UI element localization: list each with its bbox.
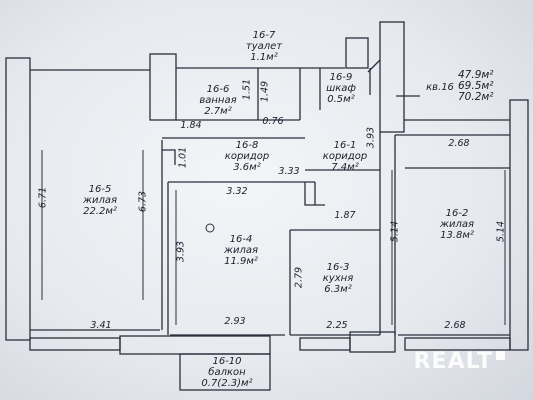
wall-pillar-top [149, 53, 177, 121]
dim-5-14-left: 5.14 [389, 220, 401, 243]
dim-1-84: 1.84 [180, 120, 202, 131]
dim-1-01: 1.01 [177, 146, 189, 169]
bottom-wall-kitchen [299, 337, 351, 351]
dim-3-32: 3.32 [226, 186, 248, 197]
left-exterior-wall [5, 57, 31, 341]
dim-1-87: 1.87 [334, 210, 356, 221]
dim-2-68-bottom: 2.68 [444, 320, 466, 331]
apartment-areas: 47.9м² 69.5м² 70.2м² [458, 69, 494, 103]
dim-6-73: 6.73 [137, 190, 149, 213]
dim-6-71: 6.71 [37, 186, 49, 209]
closet-box [345, 37, 369, 69]
bottom-wall-pillar [349, 331, 396, 353]
right-exterior-wall [509, 99, 529, 351]
dim-3-93-top: 3.93 [365, 126, 377, 149]
dim-1-51: 1.51 [241, 78, 253, 101]
dim-3-41: 3.41 [90, 320, 112, 331]
dim-2-93: 2.93 [224, 316, 246, 327]
wall-pillar-right [379, 21, 405, 133]
realt-watermark: REALT [414, 349, 505, 374]
bottom-wall-left [29, 337, 121, 351]
bottom-wall-right [404, 337, 511, 351]
watermark-square-icon [496, 351, 505, 360]
dim-2-68-top: 2.68 [448, 138, 470, 149]
dim-5-14-right: 5.14 [495, 220, 507, 243]
dim-0-76: 0.76 [262, 116, 284, 127]
dim-2-25: 2.25 [326, 320, 348, 331]
balcony-outline [179, 353, 271, 391]
apartment-label: кв.16 [426, 82, 454, 93]
dim-1-49: 1.49 [259, 80, 271, 103]
bottom-wall-middle [119, 335, 271, 355]
dim-3-93-bottom: 3.93 [175, 240, 187, 263]
dim-3-33: 3.33 [278, 166, 300, 177]
dim-2-79: 2.79 [293, 266, 305, 289]
